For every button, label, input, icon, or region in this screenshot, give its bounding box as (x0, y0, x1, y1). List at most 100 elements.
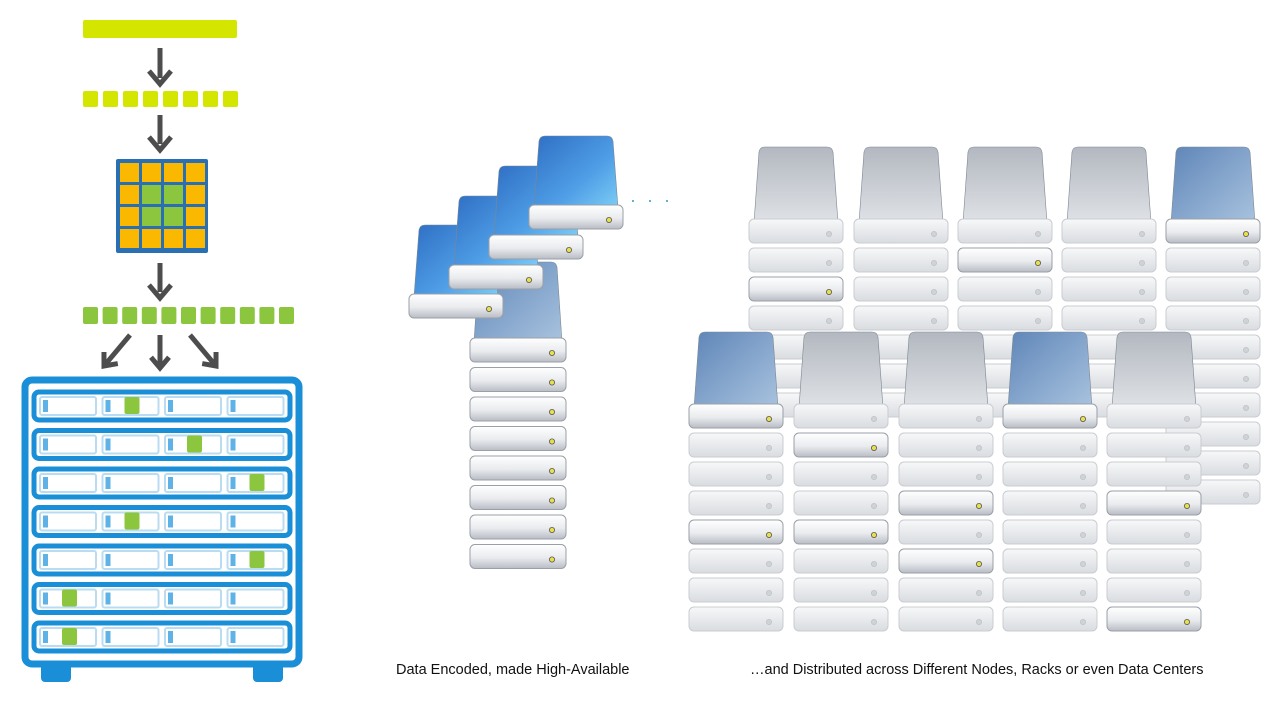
drive-top (903, 331, 989, 409)
drive-led (485, 305, 492, 312)
drive-led (1080, 561, 1087, 568)
matrix-cell (164, 163, 183, 182)
matrix-cell (120, 207, 139, 226)
slot-led (105, 554, 111, 566)
drive-led (931, 317, 938, 324)
drive-led (931, 230, 938, 237)
drive-led (976, 473, 983, 480)
encoded-chunk (259, 307, 275, 324)
drive-slab (748, 276, 844, 302)
drive-led (1080, 590, 1087, 597)
drive-slab (469, 367, 567, 392)
drive-led (766, 619, 773, 626)
drive-led (766, 415, 773, 422)
encoded-chunk (279, 307, 294, 324)
slot-led (230, 400, 236, 412)
drive-led (766, 444, 773, 451)
rack-unit (31, 543, 293, 577)
slot-led (168, 554, 173, 566)
drive-led (1080, 502, 1087, 509)
ellipsis-text: · · · (630, 190, 673, 210)
drive-led (766, 532, 773, 539)
drive-led (549, 408, 556, 415)
drive-led (976, 444, 983, 451)
drive-slab (1165, 247, 1261, 273)
drive-led (1243, 491, 1250, 498)
drive-led (976, 590, 983, 597)
drive-slab (469, 426, 567, 451)
arrow-head (147, 69, 173, 88)
drive-slab (688, 403, 784, 429)
drive-slab (1002, 519, 1098, 545)
slot-led (168, 477, 173, 489)
drive-top (962, 146, 1048, 224)
drive-led (871, 473, 878, 480)
drive-led (871, 415, 878, 422)
drive-led (1184, 415, 1191, 422)
drive-led (1184, 444, 1191, 451)
drive-slab (1106, 548, 1202, 574)
drive-slab (1106, 432, 1202, 458)
drive-top (1111, 331, 1197, 409)
drive-led (766, 473, 773, 480)
drive-slab (793, 403, 889, 429)
rack-slot (226, 511, 285, 532)
drive-led (1243, 259, 1250, 266)
slot-led (105, 400, 111, 412)
drive-led (871, 561, 878, 568)
drive-led (976, 561, 983, 568)
slot-led (230, 515, 236, 528)
drive-led (1243, 404, 1250, 411)
rack-slot (226, 396, 285, 416)
drive-led (1184, 473, 1191, 480)
drive-led (826, 288, 833, 295)
drive-led (1080, 619, 1087, 626)
drive-led (1243, 230, 1250, 237)
storage-rack (21, 376, 303, 682)
drive-slab (898, 548, 994, 574)
drive-led (606, 216, 613, 223)
encoded-chunk (200, 307, 216, 324)
encoded-chunk (102, 307, 118, 324)
rack-slot (101, 550, 160, 570)
drive-led (549, 556, 556, 563)
drive-top (798, 331, 884, 409)
drive-slab (688, 432, 784, 458)
drive-slab (528, 204, 624, 230)
drive-led (1035, 317, 1042, 324)
rack-slot (226, 588, 285, 609)
data-chunk (103, 91, 118, 107)
drive-slab (853, 305, 949, 331)
drive-slab (1002, 490, 1098, 516)
drive-led (871, 590, 878, 597)
drive-led (1243, 433, 1250, 440)
data-chunk (83, 91, 98, 107)
encoded-drive-stack (408, 135, 624, 569)
slot-led (105, 631, 111, 643)
data-chunk (163, 91, 178, 107)
rack-unit (31, 389, 293, 423)
drive-led (549, 467, 556, 474)
drive-slab (469, 455, 567, 481)
drive-slab (1061, 247, 1157, 273)
drive-slab (1002, 548, 1098, 574)
slot-led (43, 631, 48, 643)
drive-slab (853, 218, 949, 244)
drive-slab (1106, 461, 1202, 487)
split-arrows-icon (101, 333, 219, 372)
rack-slot (101, 627, 160, 647)
drive-led (826, 230, 833, 237)
slot-led (43, 515, 48, 528)
drive-slab (688, 548, 784, 574)
encoded-chunk (161, 307, 177, 324)
matrix-cell (164, 207, 183, 226)
rack-slot (226, 434, 285, 455)
drive-led (1035, 288, 1042, 295)
drive-top (858, 146, 944, 224)
data-chunk-row (83, 91, 238, 107)
drive-led (1035, 259, 1042, 266)
drive-led (1139, 317, 1146, 324)
drive-led (766, 561, 773, 568)
encoded-chunk (220, 307, 236, 324)
drive-led (1184, 502, 1191, 509)
